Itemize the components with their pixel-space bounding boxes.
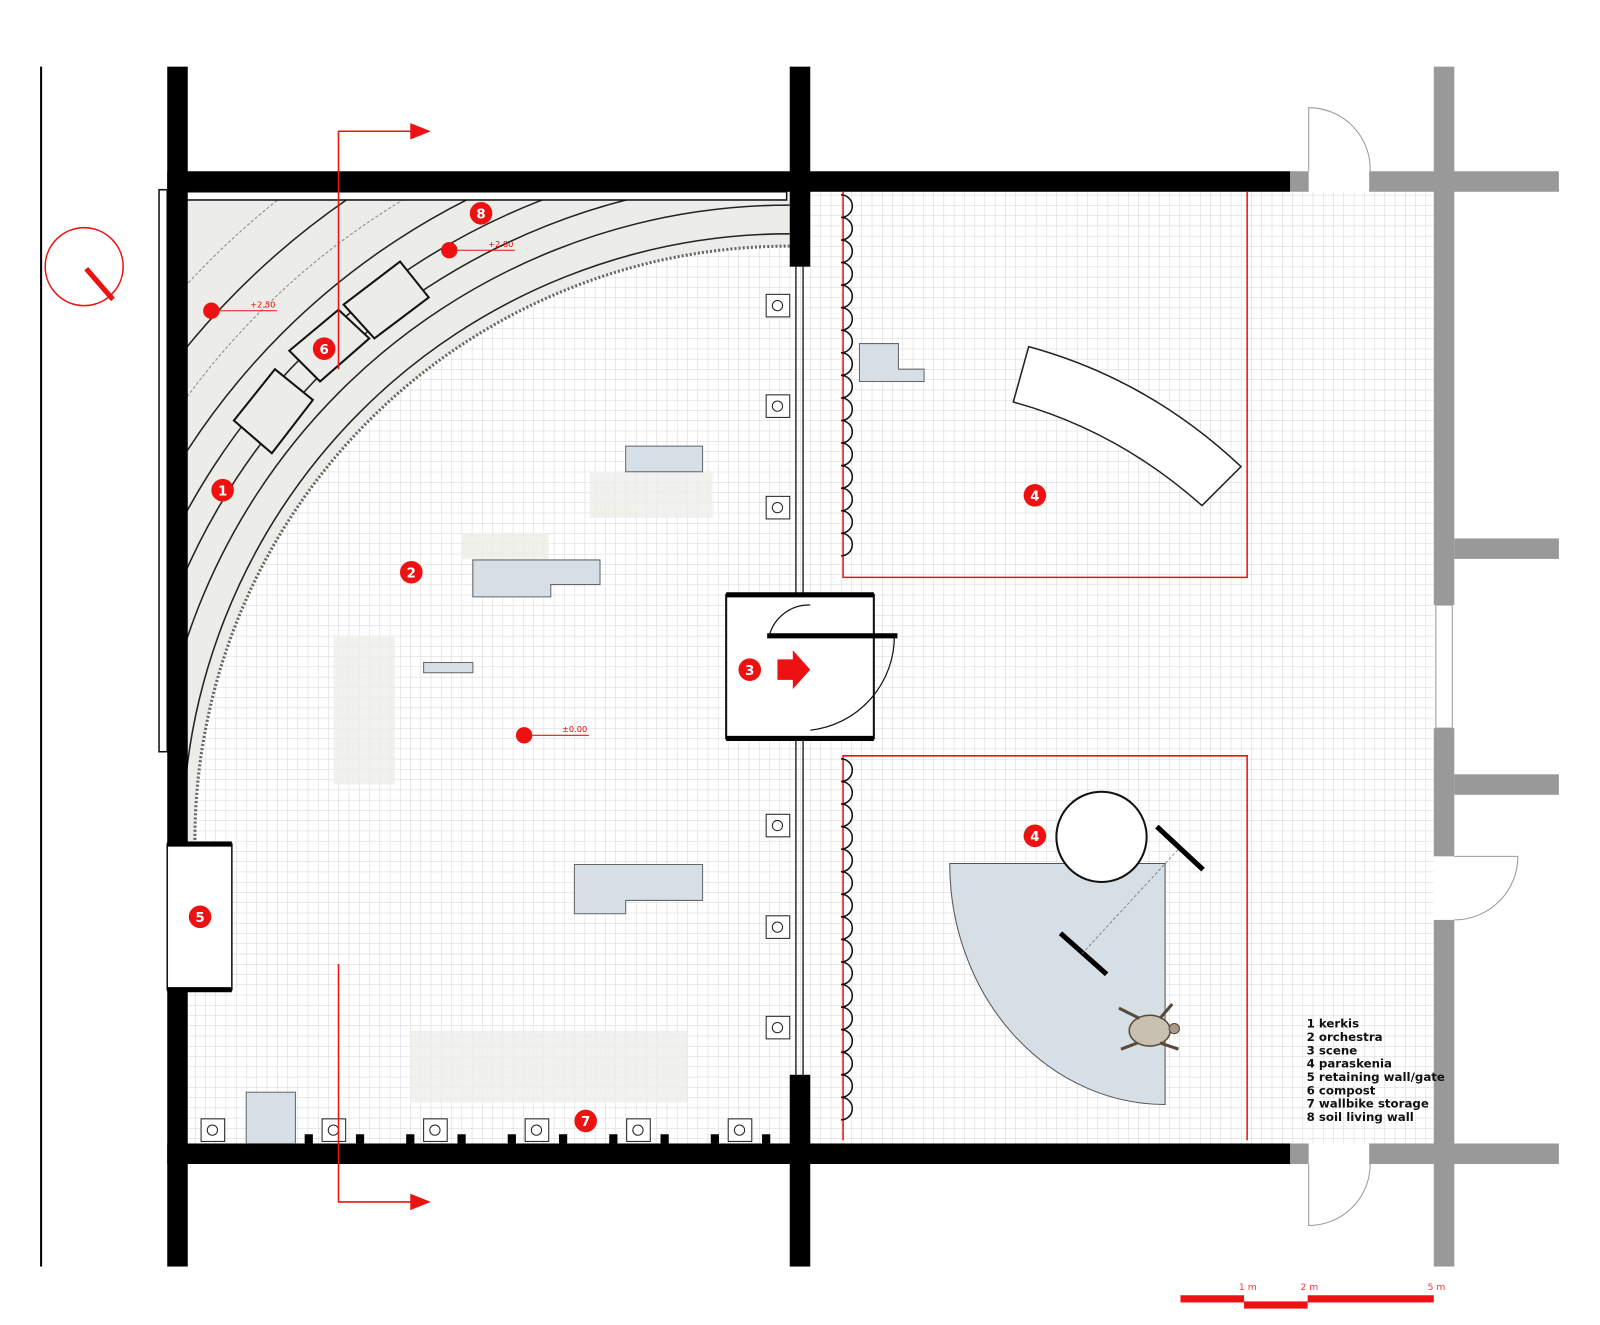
scale-label: 2 m [1300, 1282, 1318, 1293]
elevation-marker-icon [203, 302, 220, 319]
elevation-label: ±0.00 [562, 724, 587, 734]
seating-ring [193, 244, 790, 841]
marker-number: 4 [1030, 830, 1039, 845]
marker-wallbike-storage: 7 [574, 1109, 597, 1133]
turtle-icon [1118, 1003, 1180, 1051]
marker-circle [574, 1109, 597, 1133]
curved-bench[interactable] [1012, 345, 1243, 507]
north-arrow-icon [44, 226, 124, 307]
compost-boxes [232, 260, 431, 455]
marker-compost: 6 [312, 337, 336, 360]
marker-soil-living-wall: 8 [469, 202, 493, 225]
screens [1058, 824, 1205, 977]
legend-item: 3 scene [1307, 1043, 1358, 1057]
marker-kerkis: 1 [211, 478, 234, 502]
marker-number: 4 [1030, 489, 1039, 504]
seating-ring [181, 199, 469, 462]
existing-walls [1290, 66, 1559, 1267]
marker-number: 5 [195, 911, 204, 926]
elevation-label: +2.80 [488, 239, 513, 249]
seating-ring [181, 204, 790, 659]
legend-item: 5 retaining wall/gate [1307, 1070, 1445, 1084]
existing-doors[interactable] [1308, 107, 1519, 1227]
legend-item: 1 kerkis [1307, 1017, 1360, 1031]
posts [200, 293, 791, 1142]
section-arrow-icon [410, 123, 431, 1211]
marker-retaining-wall-gate: 5 [188, 905, 212, 929]
legend-item: 2 orchestra [1307, 1030, 1383, 1044]
marker-circle [469, 202, 493, 225]
elevation-marker: +2.50 [203, 300, 277, 319]
seating-ring [181, 233, 790, 841]
marker-number: 2 [407, 566, 416, 581]
kerkis-seating [181, 199, 790, 841]
marker-paraskenia: 4 [1023, 824, 1047, 848]
legend-item: 7 wallbike storage [1307, 1097, 1429, 1111]
paraskenia-zones [842, 191, 1248, 1141]
marker-circle [312, 337, 336, 360]
marker-circle [211, 478, 234, 502]
curtains[interactable] [840, 194, 853, 1121]
elevation-marker-icon [515, 727, 533, 744]
marker-number: 6 [320, 343, 329, 358]
legend-item: 6 compost [1307, 1083, 1376, 1097]
marker-scene: 3 [738, 658, 762, 681]
elevation-marker-icon [441, 242, 458, 259]
legend-item: 8 soil living wall [1307, 1110, 1414, 1124]
shadow-areas [333, 471, 713, 1103]
round-table[interactable] [1055, 790, 1148, 883]
marker-circle [1023, 824, 1047, 848]
marker-circle [188, 905, 212, 929]
scale-label: 1 m [1239, 1282, 1257, 1293]
legend-item: 4 paraskenia [1307, 1057, 1392, 1071]
seating-ring [181, 199, 348, 355]
section-lines [337, 130, 421, 1203]
walls [167, 66, 1291, 1267]
marker-circle [400, 560, 423, 584]
scene-arrow-icon [777, 650, 811, 690]
marker-paraskenia: 4 [1023, 484, 1047, 507]
marker-circle [738, 658, 762, 681]
marker-circle [1023, 484, 1047, 507]
marker-number: 7 [581, 1115, 590, 1130]
marker-number: 3 [745, 664, 754, 679]
marker-number: 1 [218, 484, 227, 499]
bike-hooks [304, 1134, 771, 1144]
elevation-marker: ±0.00 [515, 724, 589, 744]
marker-orchestra: 2 [400, 560, 423, 584]
furniture-blocks[interactable] [245, 343, 925, 1144]
elevation-label: +2.50 [250, 300, 275, 310]
scale-bar: 1 m 2 m 5 m [1180, 1282, 1446, 1309]
scale-label: 5 m [1428, 1282, 1446, 1293]
fan-stage[interactable] [949, 862, 1166, 1106]
marker-number: 8 [476, 207, 485, 222]
elevation-marker: +2.80 [441, 239, 515, 259]
